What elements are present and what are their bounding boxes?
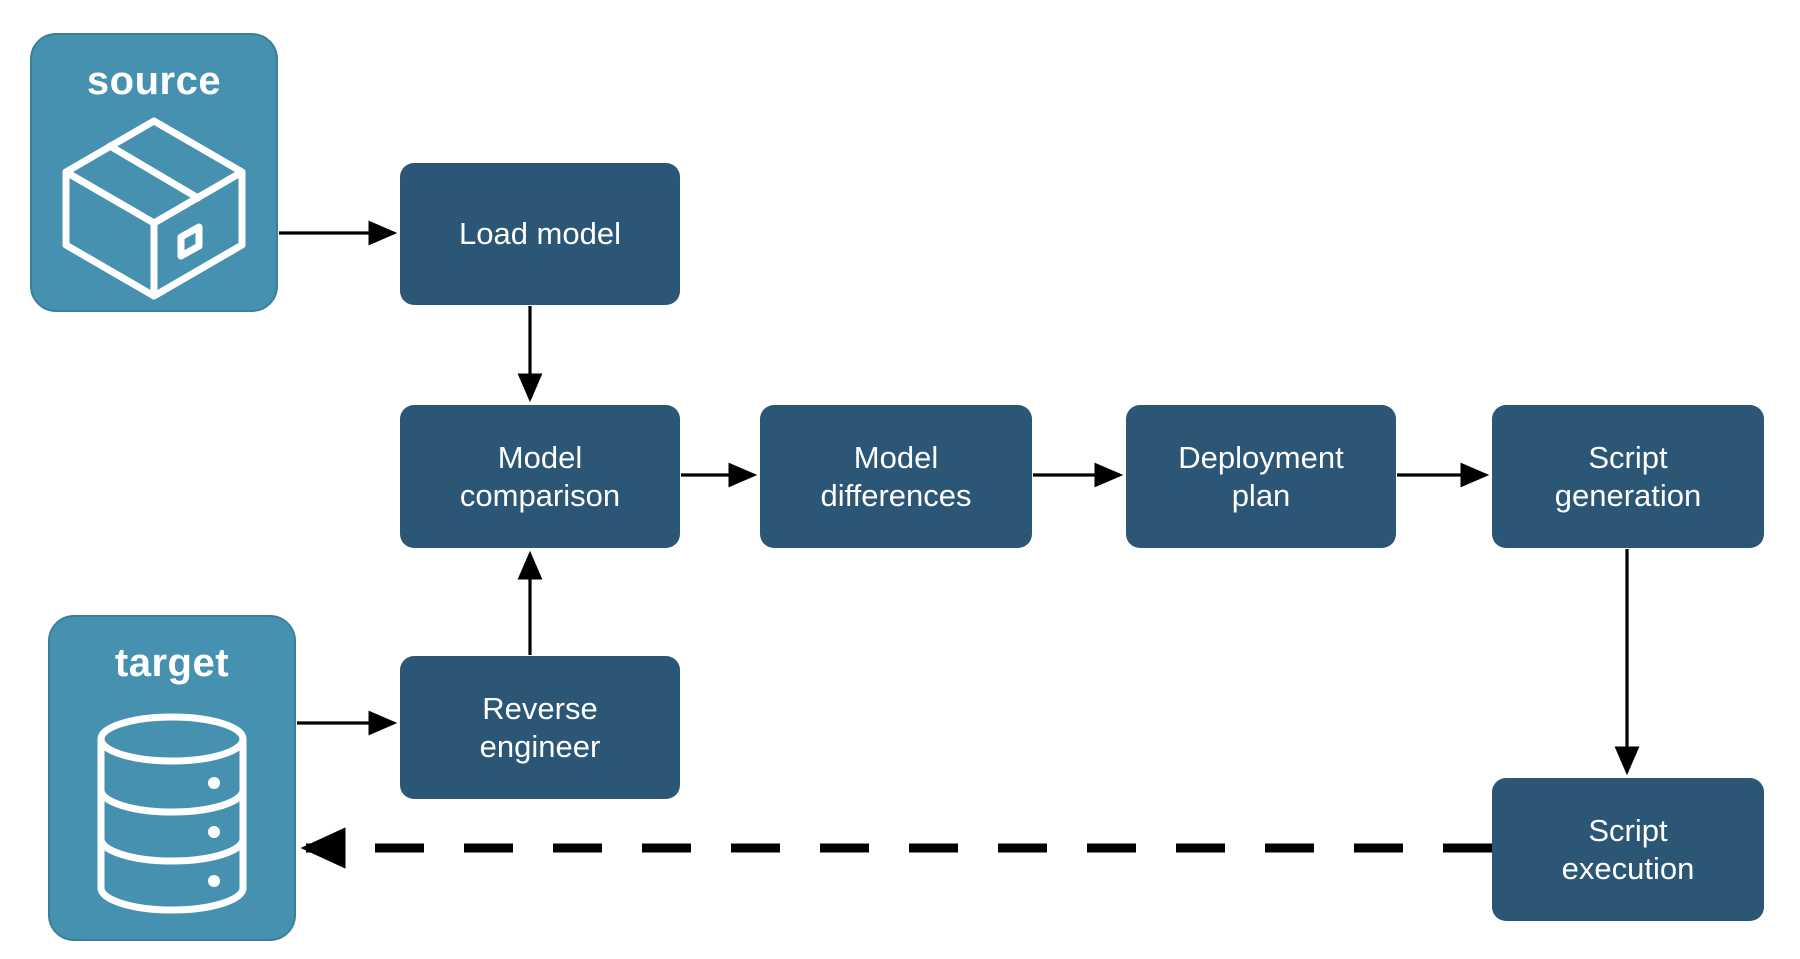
node-deployment-plan[interactable]: Deployment plan — [1126, 405, 1396, 548]
node-script-execution[interactable]: Script execution — [1492, 778, 1764, 921]
node-target-label: target — [114, 641, 230, 685]
package-box-icon — [32, 105, 276, 310]
node-script-generation-label: Script generation — [1554, 439, 1702, 513]
node-target[interactable]: target — [48, 615, 296, 941]
node-reverse-engineer-label: Reverse engineer — [479, 690, 601, 764]
node-model-comparison[interactable]: Model comparison — [400, 405, 680, 548]
node-load-model-label: Load model — [458, 216, 621, 252]
node-deployment-plan-label: Deployment plan — [1178, 439, 1344, 513]
node-load-model[interactable]: Load model — [400, 163, 680, 305]
node-source[interactable]: source — [30, 33, 278, 312]
node-script-generation[interactable]: Script generation — [1492, 405, 1764, 548]
node-model-differences[interactable]: Model differences — [760, 405, 1032, 548]
node-model-differences-label: Model differences — [820, 439, 972, 513]
node-source-label: source — [86, 59, 222, 103]
database-cylinder-icon — [50, 687, 294, 939]
node-model-comparison-label: Model comparison — [459, 439, 621, 513]
node-reverse-engineer[interactable]: Reverse engineer — [400, 656, 680, 799]
node-script-execution-label: Script execution — [1561, 812, 1695, 886]
